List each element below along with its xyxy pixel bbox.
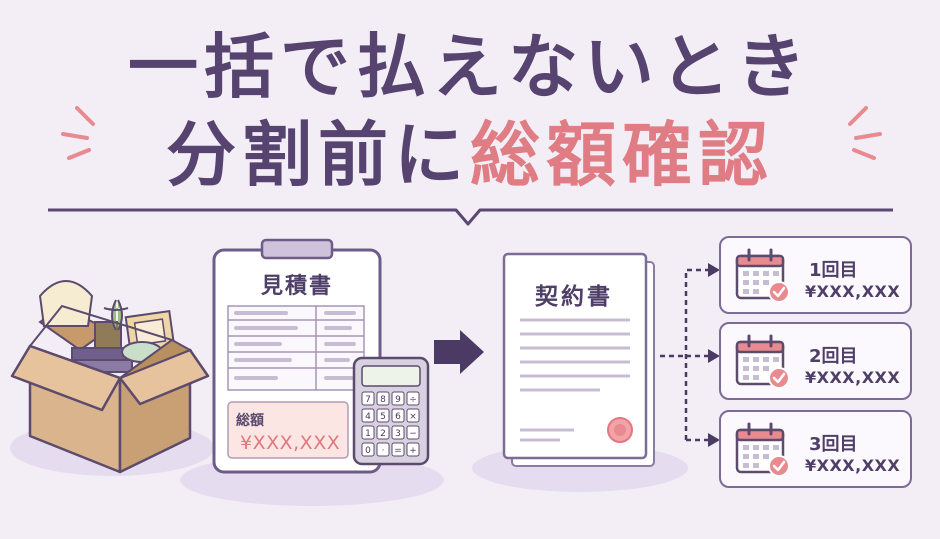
headline-line-2: 分割前に総額確認 bbox=[0, 120, 940, 190]
estimate-clipboard bbox=[212, 238, 382, 474]
connector-arrowhead-2 bbox=[708, 349, 720, 363]
total-label: 総額 bbox=[236, 413, 264, 429]
calculator-key-label: · bbox=[382, 446, 385, 456]
installment-amount: ¥XXX,XXX bbox=[805, 282, 901, 301]
connector-arrowhead-1 bbox=[708, 263, 720, 277]
flow-arrow-icon bbox=[434, 330, 484, 374]
estimate-title: 見積書 bbox=[260, 274, 333, 299]
calculator-key-label: 7 bbox=[365, 395, 371, 405]
calculator-key bbox=[361, 391, 375, 406]
calculator-key-label: 3 bbox=[395, 429, 401, 439]
calculator-key bbox=[361, 442, 375, 457]
installment-card-3: 3回目 ¥XXX,XXX bbox=[719, 410, 912, 488]
calculator-key-label: 0 bbox=[365, 446, 371, 456]
installment-label: 3回目 bbox=[809, 434, 858, 455]
calculator-key bbox=[406, 442, 420, 457]
contract-title: 契約書 bbox=[535, 284, 613, 310]
calculator-key bbox=[391, 425, 405, 440]
calculator-key bbox=[406, 425, 420, 440]
calculator-key bbox=[391, 442, 405, 457]
calendar-check-icon bbox=[735, 248, 790, 303]
total-amount: ¥XXX,XXX bbox=[240, 432, 341, 454]
calculator-key-label: = bbox=[394, 446, 402, 456]
installment-amount: ¥XXX,XXX bbox=[805, 456, 901, 475]
installment-amount: ¥XXX,XXX bbox=[805, 368, 901, 387]
installment-card-1: 1回目 ¥XXX,XXX bbox=[719, 236, 912, 314]
moving-box-icon bbox=[10, 280, 210, 474]
calculator-key-label: 1 bbox=[365, 429, 371, 439]
emphasis-rays-left bbox=[61, 106, 95, 160]
calculator-key bbox=[361, 425, 375, 440]
calculator-key bbox=[376, 391, 390, 406]
calculator-key bbox=[361, 408, 375, 423]
headline-line-2-plain: 分割前に bbox=[166, 114, 470, 196]
contract-document bbox=[502, 252, 655, 467]
installment-label: 2回目 bbox=[809, 346, 858, 367]
calculator-key-label: × bbox=[409, 412, 417, 422]
calculator-key-label: 6 bbox=[395, 412, 401, 422]
calculator-key bbox=[391, 408, 405, 423]
calendar-check-icon bbox=[735, 422, 790, 477]
calculator-key-label: 9 bbox=[395, 395, 401, 405]
calculator-key-label: ÷ bbox=[409, 395, 417, 405]
calculator-key-label: + bbox=[409, 446, 417, 456]
calculator-key bbox=[376, 408, 390, 423]
calculator-key bbox=[406, 408, 420, 423]
installment-label: 1回目 bbox=[809, 260, 858, 281]
calculator-key-label: 4 bbox=[365, 412, 371, 422]
calendar-check-icon bbox=[735, 334, 790, 389]
calculator-key bbox=[391, 391, 405, 406]
installment-card-2: 2回目 ¥XXX,XXX bbox=[719, 322, 912, 400]
headline-line-1: 一括で払えないとき bbox=[128, 26, 812, 108]
calculator-key bbox=[406, 391, 420, 406]
calculator-key-label: 8 bbox=[380, 395, 386, 405]
calculator-key-label: − bbox=[409, 429, 417, 439]
emphasis-rays-right bbox=[848, 106, 882, 160]
headline-line-2-accent: 総額確認 bbox=[470, 114, 774, 196]
total-box bbox=[227, 401, 349, 459]
connector-arrowhead-3 bbox=[708, 433, 720, 447]
calculator-key bbox=[376, 425, 390, 440]
headline-divider bbox=[48, 208, 893, 226]
calculator-key bbox=[376, 442, 390, 457]
calculator-key-label: 2 bbox=[380, 429, 386, 439]
installment-connectors bbox=[660, 268, 710, 442]
calculator-key-label: 5 bbox=[380, 412, 386, 422]
